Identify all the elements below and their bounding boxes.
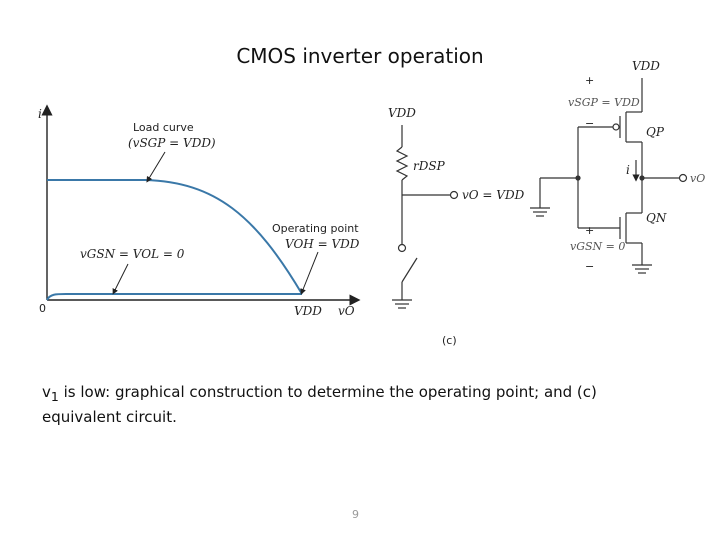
operating-point-pointer [300, 251, 319, 295]
vsgp-label: vSGP = VDD [568, 96, 640, 109]
load-curve [47, 179, 303, 295]
lower-curve-label: vGSN = VOL = 0 [80, 247, 185, 261]
qn-label: QN [646, 211, 667, 225]
nmos-transistor-icon [578, 212, 642, 244]
caption-text: is low: graphical construction to determ… [42, 383, 597, 426]
caption-variable: v [42, 383, 51, 401]
nmos-ground-icon [632, 264, 652, 274]
current-label: i [626, 163, 630, 177]
operating-point-condition: VOH = VDD [285, 237, 360, 251]
panel-c-label: (c) [442, 334, 457, 347]
qp-label: QP [646, 125, 665, 139]
x-tick-label: VDD [294, 304, 322, 318]
pmos-transistor-icon [578, 111, 642, 143]
vgsn-label: vGSN = 0 [570, 240, 625, 253]
page-number: 9 [352, 508, 359, 521]
minus-top: − [585, 117, 594, 130]
origin-label: 0 [39, 302, 46, 315]
equiv-output-label: vO = VDD [462, 188, 525, 202]
operating-point-label: Operating point [272, 222, 359, 235]
inv-output-label: vO [690, 172, 705, 185]
plus-top: + [585, 74, 594, 87]
resistor-label: rDSP [413, 159, 446, 173]
open-switch-icon [401, 257, 418, 283]
minus-bottom: − [585, 260, 594, 273]
equivalent-circuit: VDD rDSP vO = VDD (c) [388, 106, 525, 347]
nmos-curve [46, 293, 302, 301]
x-axis-label: vO [338, 304, 355, 318]
load-curve-label: Load curve [133, 121, 194, 134]
caption-subscript: 1 [50, 389, 59, 404]
equiv-supply-label: VDD [388, 106, 416, 120]
input-ground-icon [530, 207, 550, 217]
y-axis-label: i [38, 107, 42, 121]
load-curve-condition: (vSGP = VDD) [128, 136, 216, 150]
resistor-icon [395, 146, 409, 181]
figure-caption: v1 is low: graphical construction to det… [42, 382, 622, 427]
cmos-inverter-schematic: VDD + vSGP = VDD − QP vO [530, 59, 705, 274]
inv-supply-label: VDD [632, 59, 660, 73]
ground-icon [392, 299, 412, 309]
slide-title: CMOS inverter operation [236, 44, 484, 68]
load-curve-pointer [146, 151, 166, 183]
plus-bottom: + [585, 224, 594, 237]
lower-curve-pointer [112, 263, 129, 295]
graph-panel: i 0 VDD vO Load curve (vSGP = VDD) vGSN … [38, 104, 361, 318]
